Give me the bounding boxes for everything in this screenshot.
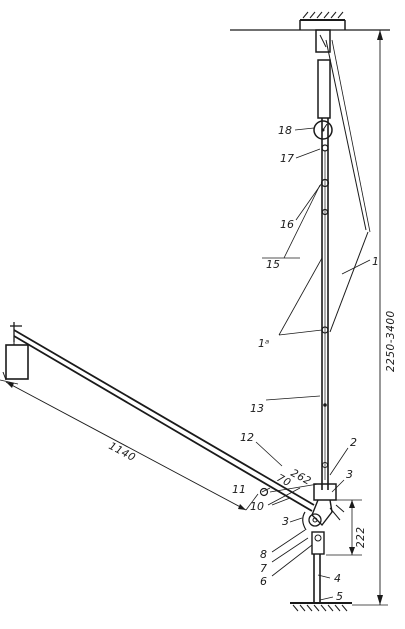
label-17: 17 <box>280 152 294 165</box>
label-1a: 1ᵃ <box>258 337 269 350</box>
rod-fittings <box>320 144 330 468</box>
dimension-height-range: 2250-3400 <box>385 310 397 372</box>
top-clamp <box>315 29 331 53</box>
leader-lines <box>255 127 371 601</box>
label-4: 4 <box>334 572 341 585</box>
label-12: 12 <box>240 431 254 444</box>
label-10: 10 <box>250 500 264 513</box>
lower-post <box>313 554 321 602</box>
label-5: 5 <box>336 590 343 603</box>
overall-height-dimension <box>352 30 388 606</box>
dimension-70: 70 <box>275 472 293 489</box>
label-15: 15 <box>266 258 280 271</box>
label-13: 13 <box>250 402 264 415</box>
dial-gauge <box>313 120 333 140</box>
label-18: 18 <box>278 124 292 137</box>
label-11: 11 <box>232 483 246 496</box>
support-wires <box>325 39 371 333</box>
vertical-rod <box>317 59 331 490</box>
offset-dimensions <box>259 483 319 506</box>
label-8: 8 <box>260 548 267 561</box>
label-3-lower: 3 <box>282 515 289 528</box>
label-7: 7 <box>260 562 267 575</box>
hanging-weight <box>2 336 29 381</box>
label-6: 6 <box>260 575 267 588</box>
floor-base <box>290 602 352 612</box>
joint-assembly <box>302 483 345 555</box>
diagonal-arm <box>10 322 315 512</box>
label-1: 1 <box>372 255 379 268</box>
label-2: 2 <box>350 436 357 449</box>
dimension-222: 222 <box>355 526 367 548</box>
arm-length-dimension <box>0 379 259 511</box>
label-3-upper: 3 <box>346 468 353 481</box>
ceiling-support <box>230 11 390 31</box>
joint-height-dimension <box>326 499 362 556</box>
label-16: 16 <box>280 218 294 231</box>
